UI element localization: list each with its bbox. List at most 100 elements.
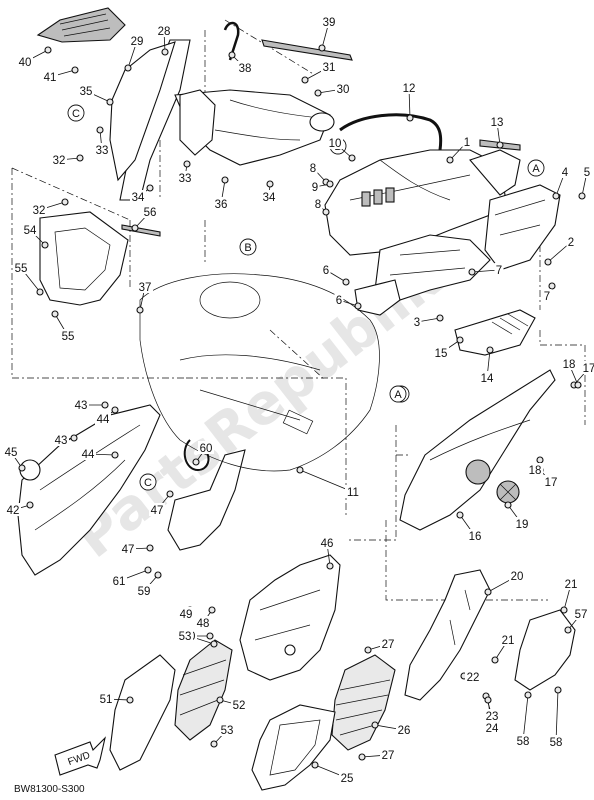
label-bg bbox=[213, 197, 229, 210]
part-39-shape bbox=[261, 39, 353, 61]
part-number-label: 29 bbox=[131, 36, 144, 48]
fastener-mark bbox=[456, 511, 464, 519]
part-46-shape bbox=[239, 554, 341, 681]
part-number-label: 36 bbox=[215, 199, 228, 211]
label-bg bbox=[94, 143, 110, 156]
label-bg bbox=[78, 84, 94, 97]
part-number-label: 59 bbox=[138, 586, 151, 598]
label-bg bbox=[321, 60, 337, 73]
part-number-label: 6 bbox=[323, 265, 329, 277]
label-bg bbox=[237, 61, 253, 74]
label-bg bbox=[149, 503, 165, 516]
label-bg bbox=[261, 190, 277, 203]
part-number-label: 25 bbox=[341, 773, 354, 785]
part-number-label: 60 bbox=[200, 443, 213, 455]
label-bg bbox=[178, 607, 194, 620]
fastener-mark bbox=[296, 466, 304, 474]
part-number-label: 3 bbox=[414, 317, 420, 329]
label-bg bbox=[95, 412, 111, 425]
label-bg bbox=[156, 24, 172, 37]
part-number-label: 53 bbox=[179, 631, 192, 643]
fastener-mark bbox=[456, 336, 464, 344]
part-number-label: 17 bbox=[583, 363, 594, 375]
label-bg bbox=[136, 584, 152, 597]
part-number-label: 22 bbox=[467, 672, 480, 684]
part-number-label: 28 bbox=[158, 26, 171, 38]
label-bg bbox=[195, 616, 211, 629]
part-number-label: 8 bbox=[310, 163, 316, 175]
label-bg bbox=[500, 633, 516, 646]
part-number-label: 47 bbox=[122, 544, 135, 556]
label-bg bbox=[137, 280, 153, 293]
part-number-label: 53 bbox=[221, 725, 234, 737]
part-number-label: 27 bbox=[382, 750, 395, 762]
fastener-mark bbox=[326, 562, 334, 570]
label-bg bbox=[60, 329, 76, 342]
label-bg bbox=[339, 771, 355, 784]
label-bg bbox=[484, 709, 500, 722]
fwd-arrow: FWD bbox=[54, 736, 106, 776]
fastener-mark bbox=[18, 464, 26, 472]
label-bg bbox=[401, 81, 417, 94]
svg-text:C: C bbox=[72, 108, 80, 120]
reference-mark: A bbox=[527, 159, 545, 177]
label-bg bbox=[479, 371, 495, 384]
part-number-label: 54 bbox=[24, 225, 37, 237]
part-2-shape bbox=[484, 184, 561, 271]
part-number-label: 10 bbox=[329, 138, 342, 150]
part-number-label: 49 bbox=[180, 609, 193, 621]
part-20-shape bbox=[404, 569, 491, 701]
label-bg bbox=[484, 721, 500, 734]
part-number-label: 38 bbox=[239, 63, 252, 75]
part-25-shape bbox=[251, 704, 336, 791]
svg-text:C: C bbox=[144, 477, 152, 489]
label-bg bbox=[380, 748, 396, 761]
fastener-mark bbox=[574, 381, 582, 389]
label-bg bbox=[73, 398, 89, 411]
part-57-shape bbox=[514, 609, 576, 691]
fastener-mark bbox=[496, 141, 504, 149]
part-number-label: 19 bbox=[516, 519, 529, 531]
part-number-label: 9 bbox=[312, 182, 318, 194]
part-number-label: 44 bbox=[97, 414, 110, 426]
part-number-label: 52 bbox=[233, 700, 246, 712]
label-bg bbox=[308, 161, 318, 174]
fastener-mark bbox=[484, 588, 492, 596]
label-bg bbox=[321, 15, 337, 28]
label-bg bbox=[548, 735, 564, 748]
fastener-mark bbox=[70, 434, 78, 442]
part-number-label: 17 bbox=[545, 477, 558, 489]
fastener-mark bbox=[131, 224, 139, 232]
part-number-label: 32 bbox=[33, 205, 46, 217]
part-number-label: 43 bbox=[55, 435, 68, 447]
label-bg bbox=[319, 536, 335, 549]
fastener-mark bbox=[536, 456, 544, 464]
label-bg bbox=[561, 357, 577, 370]
label-bg bbox=[111, 574, 127, 587]
label-bg bbox=[53, 433, 69, 446]
fastener-mark bbox=[560, 606, 568, 614]
fastener-mark bbox=[314, 89, 322, 97]
part-number-label: 14 bbox=[481, 373, 494, 385]
fastener-mark bbox=[364, 646, 372, 654]
fastener-mark bbox=[318, 44, 326, 52]
label-bg bbox=[313, 197, 323, 210]
leader-line bbox=[522, 694, 529, 742]
label-bg bbox=[98, 692, 114, 705]
fastener-mark bbox=[106, 98, 114, 106]
part-number-label: 34 bbox=[263, 192, 276, 204]
label-bg bbox=[527, 463, 543, 476]
label-bg bbox=[335, 82, 351, 95]
fastener-mark bbox=[210, 640, 218, 648]
label-bg bbox=[582, 165, 592, 178]
fastener-mark bbox=[61, 198, 69, 206]
reference-mark: C bbox=[67, 104, 85, 122]
reference-mark: C bbox=[139, 473, 157, 491]
part-number-label: 27 bbox=[382, 639, 395, 651]
fastener-mark bbox=[183, 160, 191, 168]
part-number-label: 55 bbox=[15, 263, 28, 275]
fastener-mark bbox=[578, 192, 586, 200]
fastener-mark bbox=[111, 451, 119, 459]
fastener-mark bbox=[101, 401, 109, 409]
label-bg bbox=[509, 569, 525, 582]
